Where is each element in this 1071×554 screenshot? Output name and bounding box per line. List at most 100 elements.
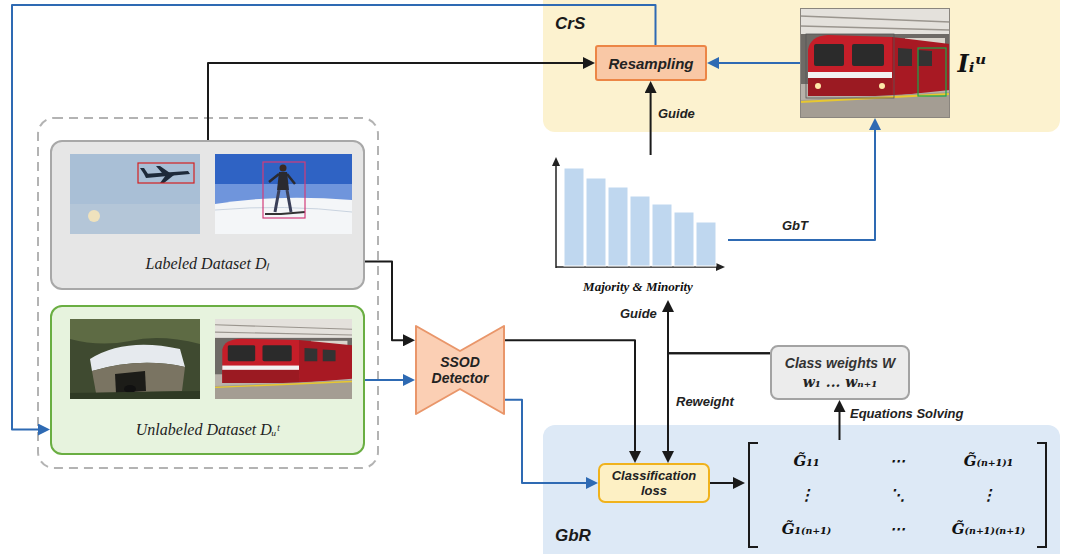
histogram-outline-part	[552, 157, 560, 166]
histogram-outline-part	[556, 164, 717, 268]
edge-label: GbT	[782, 218, 808, 233]
skier-photo-part	[215, 198, 352, 234]
skier-photo-part	[215, 207, 352, 212]
train-photo	[800, 8, 950, 118]
histogram-outline-part	[630, 196, 650, 266]
node-text: ⋮	[981, 486, 996, 504]
train-photo-part	[815, 83, 821, 89]
train-photo-part	[215, 382, 352, 388]
airplane-photo-part	[70, 204, 200, 234]
hut-photo-part	[115, 371, 146, 393]
detector-shape: SSOD Detector	[415, 325, 505, 415]
train-photo-part	[801, 9, 950, 118]
flow-arrow	[728, 124, 875, 240]
airplane-photo-part	[88, 210, 100, 222]
airplane-photo-part	[138, 163, 194, 183]
edge-label-holder: GbT	[782, 218, 808, 233]
train-photo-part	[800, 16, 950, 30]
histogram-outline-part	[696, 222, 716, 266]
histogram: Majority & Minority	[548, 155, 728, 300]
train-photo-part	[806, 34, 894, 98]
train-photo-part	[305, 348, 336, 361]
histogram-outline	[548, 155, 728, 300]
flow-arrow	[505, 340, 635, 457]
histogram-outline-part	[564, 168, 584, 266]
edge-label: Reweight	[676, 394, 734, 409]
node-text: Labeled Dataset Dₗ	[146, 252, 270, 274]
edge-label-holder: Reweight	[676, 394, 734, 409]
train-photo-part	[228, 345, 255, 361]
flow-arrow	[710, 482, 739, 484]
node-text: ⋮	[799, 486, 814, 504]
node-text: Resampling	[608, 55, 693, 72]
histogram-outline-part	[674, 212, 694, 266]
skier-photo-part	[280, 165, 287, 172]
train-photo-part	[800, 8, 950, 34]
train-photo-part	[222, 339, 299, 383]
train-photo-part	[852, 44, 884, 66]
loss-box: Classification loss	[598, 463, 710, 503]
node-text: ⋱	[890, 486, 905, 504]
histogram-outline-part	[652, 204, 672, 266]
train-photo-part	[800, 8, 950, 118]
hut-photo-part	[70, 391, 200, 399]
flow-arrow	[505, 400, 592, 483]
edge-label-holder: Equations Solving	[850, 406, 963, 421]
edge-label-holder: Guide	[658, 106, 695, 121]
node-text: Unlabeled Dataset Dᵤᵗ	[136, 421, 279, 439]
flow-arrow	[650, 87, 652, 155]
flow-arrow	[365, 262, 409, 341]
flow-arrow	[12, 5, 656, 430]
flow-arrow	[208, 63, 589, 140]
node-text: G̃₁₁	[794, 452, 820, 470]
flow-arrow	[713, 62, 800, 64]
train-photo-part	[215, 380, 352, 399]
dataset-box: Labeled Dataset Dₗ	[50, 140, 365, 290]
airplane-photo	[70, 154, 200, 234]
matrix-outline-part	[749, 443, 1046, 547]
crs-ground	[543, 0, 1060, 132]
flow-arrow	[668, 306, 770, 353]
node-text: G̃₍ₙ₊₁₎₍ₙ₊₁₎	[952, 520, 1025, 538]
skier-photo	[215, 154, 352, 234]
node-text: ⋯	[890, 520, 905, 538]
skier-photo-part	[263, 162, 305, 218]
hut-photo	[70, 319, 200, 399]
skier-photo-part	[275, 190, 291, 212]
hut-photo-part	[124, 385, 136, 393]
hut-photo-part	[70, 319, 200, 399]
edge-label: Guide	[620, 306, 657, 321]
process-panel: CrSResampling Iᵢᵘ	[543, 0, 1060, 132]
weights-box: Class weights W w₁ ... wₙ₊₁	[770, 345, 910, 400]
process-panel: GbR Classification loss G̃₁₁ ⋯ G̃₍ₙ₊₁₎₁ ⋮ ⋱ ⋮ G̃…	[543, 425, 1060, 554]
flow-arrow	[668, 353, 770, 457]
node-text: GbR	[555, 526, 591, 546]
node-text: Class weights W	[785, 355, 895, 371]
node-text: SSOD Detector	[425, 354, 495, 386]
dataset-group-outline	[38, 118, 378, 468]
airplane-photo-part	[156, 166, 174, 183]
node-text: Majority & Minority	[583, 279, 693, 295]
train-photo-part	[262, 345, 291, 361]
flow-arrow	[839, 406, 841, 440]
node-text: Classification loss	[606, 468, 702, 498]
train-photo-part	[222, 370, 299, 383]
edge-label: Guide	[658, 106, 695, 121]
train-photo-part	[879, 83, 885, 89]
hut-photo-part	[92, 363, 185, 393]
flow-arrow	[365, 379, 409, 381]
train-photo-part	[299, 340, 352, 383]
hut-photo-part	[70, 319, 200, 344]
train-photo-part	[222, 366, 299, 370]
train-photo-part	[215, 319, 352, 399]
airplane-photo-part	[70, 154, 200, 234]
node-text: w₁ ... wₙ₊₁	[803, 374, 878, 390]
train-photo-part	[808, 72, 892, 78]
train-photo-part	[918, 48, 946, 96]
node-text: G̃₁₍ₙ₊₁₎	[782, 520, 832, 538]
detector-shape-outline-part	[416, 326, 504, 414]
node-text: G̃₍ₙ₊₁₎₁	[964, 452, 1014, 470]
process-box: Resampling	[595, 45, 707, 81]
gbr-ground	[543, 425, 1060, 554]
node-text: ⋯	[890, 452, 905, 470]
